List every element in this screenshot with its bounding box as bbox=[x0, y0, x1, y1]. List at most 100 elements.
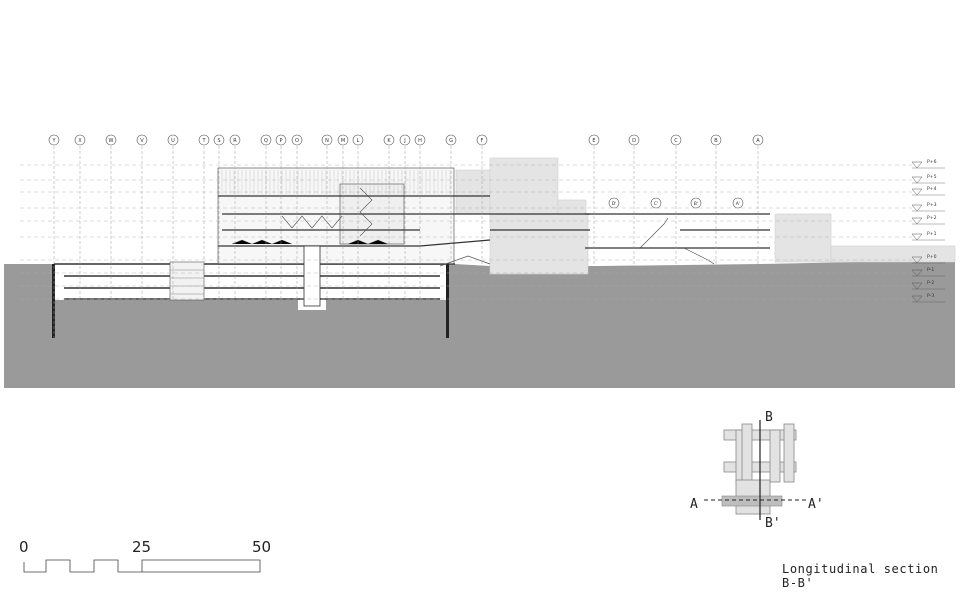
grid-bubble-X bbox=[74, 134, 86, 146]
basement-stair bbox=[169, 261, 205, 301]
level-label-P-1: P-1 bbox=[927, 267, 934, 273]
floor-slabs bbox=[218, 195, 770, 265]
grid-label-E: E bbox=[592, 138, 595, 144]
level-label-P+1: P+1 bbox=[927, 231, 937, 237]
grid-bubble-S bbox=[213, 134, 225, 146]
scale-label-0: 0 bbox=[19, 538, 29, 556]
grid-label-H: H bbox=[418, 138, 422, 144]
grid-label-J: J bbox=[403, 138, 405, 144]
grid-label-M: M bbox=[341, 138, 345, 144]
grid-label-C: C bbox=[674, 138, 678, 144]
grid-bubble-U bbox=[167, 134, 179, 146]
level-lines: P+6P+5P+4P+3P+2P+1P+0P-1P-2P-3 bbox=[20, 159, 945, 303]
scale-label-25: 25 bbox=[132, 538, 152, 556]
grid-bubble-M bbox=[337, 134, 349, 146]
level-marker bbox=[911, 269, 923, 277]
sub-grid-label: C' bbox=[654, 201, 658, 207]
level-label-P+3: P+3 bbox=[927, 202, 937, 208]
level-marker bbox=[911, 188, 923, 196]
main-building bbox=[217, 167, 455, 265]
level-label-P+4: P+4 bbox=[927, 186, 937, 192]
grid-label-K: K bbox=[387, 138, 391, 144]
level-marker bbox=[911, 282, 923, 290]
key-label-a: A bbox=[690, 497, 698, 512]
sub-grid-label: B' bbox=[694, 201, 698, 207]
grid-label-G: G bbox=[449, 138, 453, 144]
grid-label-P: P bbox=[279, 138, 282, 144]
level-marker bbox=[911, 233, 923, 241]
level-label-P+5: P+5 bbox=[927, 174, 937, 180]
level-marker bbox=[911, 295, 923, 303]
grid-label-B: B bbox=[714, 138, 718, 144]
grid-bubble-N bbox=[321, 134, 333, 146]
level-marker bbox=[911, 217, 923, 225]
grid-label-Q: Q bbox=[264, 138, 268, 144]
grid-label-S: S bbox=[217, 138, 220, 144]
elevator-core bbox=[303, 245, 321, 307]
grid-bubble-B bbox=[710, 134, 722, 146]
roof-truss bbox=[281, 187, 373, 237]
scale-label-50: 50 bbox=[252, 538, 272, 556]
sub-grid-label: D' bbox=[612, 201, 617, 207]
grid-label-R: R bbox=[233, 138, 237, 144]
facade-hatch bbox=[221, 170, 451, 195]
level-marker bbox=[911, 256, 923, 264]
grid-label-Y: Y bbox=[51, 138, 56, 144]
grid-bubble-R bbox=[229, 134, 241, 146]
grid-bubble-Q bbox=[260, 134, 272, 146]
level-label-P+0: P+0 bbox=[927, 254, 937, 260]
grid-bubble-A bbox=[752, 134, 764, 146]
grid-label-N: N bbox=[325, 138, 329, 144]
grid-bubble-G bbox=[445, 134, 457, 146]
sub-grid-bubbles: D' C' B' A' bbox=[608, 197, 744, 209]
grid-bubble-Y bbox=[48, 134, 60, 146]
level-label-P+2: P+2 bbox=[927, 215, 937, 221]
section-caption: Longitudinal section B-B' bbox=[782, 562, 939, 590]
basement bbox=[54, 264, 448, 300]
grid-label-X: X bbox=[78, 138, 82, 144]
grid-bubble-O bbox=[291, 134, 303, 146]
grid-label-O: O bbox=[295, 138, 299, 144]
level-label-P+6: P+6 bbox=[927, 159, 937, 165]
grid-label-A: A bbox=[756, 138, 760, 144]
background-buildings bbox=[455, 157, 956, 275]
key-label-a-prime: A' bbox=[808, 497, 824, 512]
grid-bubble-F bbox=[476, 134, 488, 146]
grid-label-L: L bbox=[357, 138, 360, 144]
grid-bubble-V bbox=[136, 134, 148, 146]
key-label-b: B bbox=[765, 410, 773, 425]
level-marker bbox=[911, 176, 923, 184]
grid-label-U: U bbox=[171, 138, 175, 144]
grid-bubble-W bbox=[105, 134, 117, 146]
key-plan bbox=[704, 420, 806, 520]
scale-bar bbox=[23, 559, 261, 573]
level-marker bbox=[911, 161, 923, 169]
level-label-P-2: P-2 bbox=[927, 280, 934, 286]
grid-label-W: W bbox=[109, 138, 114, 144]
grid-bubble-E bbox=[588, 134, 600, 146]
retaining-wall-right bbox=[446, 264, 449, 338]
grid-label-V: V bbox=[140, 138, 144, 144]
grid-bubble-T bbox=[198, 134, 210, 146]
stair-right bbox=[639, 217, 715, 265]
grid-bubble-J bbox=[399, 134, 411, 146]
sub-grid-bubble bbox=[650, 197, 662, 209]
key-label-b-prime: B' bbox=[765, 516, 781, 531]
grid-bubble-P bbox=[275, 134, 287, 146]
ramp bbox=[439, 255, 491, 267]
sub-grid-bubble bbox=[608, 197, 620, 209]
grid-lines bbox=[53, 146, 759, 348]
retaining-wall-left bbox=[52, 264, 55, 338]
grid-label-F: F bbox=[481, 138, 484, 144]
grid-label-T: T bbox=[201, 138, 206, 144]
grid-bubble-C bbox=[670, 134, 682, 146]
grid-bubble-L bbox=[352, 134, 364, 146]
grid-bubble-D bbox=[628, 134, 640, 146]
grid-bubble-H bbox=[414, 134, 426, 146]
grid-label-D: D bbox=[632, 138, 636, 144]
grid-bubble-K bbox=[383, 134, 395, 146]
sub-grid-label: A' bbox=[736, 201, 740, 207]
